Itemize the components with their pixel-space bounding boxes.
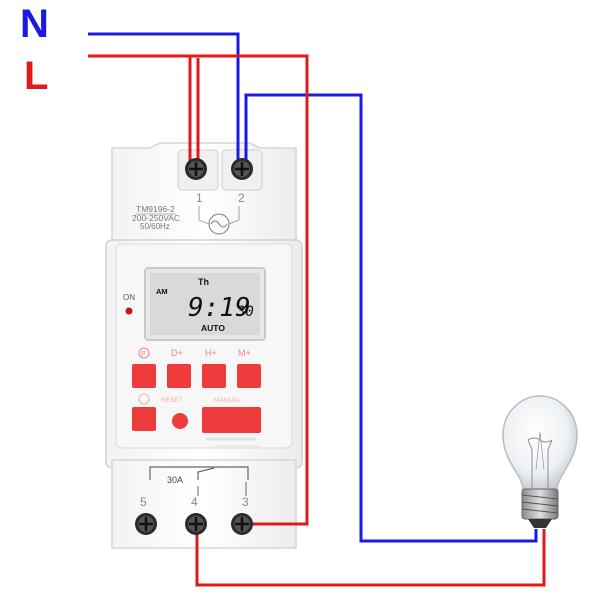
rating-label: 30A — [167, 475, 183, 485]
terminal-3-screw — [231, 513, 253, 535]
p-button[interactable] — [132, 364, 156, 388]
h-plus-button[interactable] — [202, 364, 226, 388]
terminal-1-label: 1 — [196, 191, 203, 205]
lcd-day: Th — [198, 277, 209, 287]
neutral-label: N — [20, 2, 49, 46]
clock-key-icon — [138, 393, 150, 405]
terminal-5-label: 5 — [140, 495, 147, 509]
p-key-label: P — [141, 351, 146, 358]
voltage-label: 200-250VAC — [132, 213, 180, 223]
screw-terminals — [135, 158, 253, 535]
lcd-screen — [150, 273, 260, 335]
reset-label: RESET — [161, 397, 183, 404]
terminal-2-screw — [231, 158, 253, 180]
manual-label: MANUAL — [214, 397, 241, 404]
terminal-2-label: 2 — [238, 191, 245, 205]
model-label: TM9196-2 — [136, 204, 175, 214]
neutral-wire-to-bulb — [244, 93, 538, 543]
live-label: L — [24, 54, 48, 98]
h-plus-label: H+ — [205, 348, 217, 358]
bulb-filament — [527, 437, 553, 488]
lcd-time: 9:19 — [188, 293, 251, 323]
clock-button[interactable] — [132, 407, 156, 431]
lcd-ampm: AM — [156, 287, 168, 296]
on-label: ON — [123, 293, 135, 302]
bulb-glass — [502, 395, 578, 491]
terminal-1-screw — [185, 158, 207, 180]
p-key-icon — [138, 347, 150, 359]
d-plus-label: D+ — [171, 348, 183, 358]
lcd-mode: AUTO — [201, 323, 225, 333]
timer-switch-device: TM9196-2 200-250VAC 50/60Hz 1 2 ON Th AM… — [105, 142, 303, 549]
neutral-wire-to-terminal-2 — [88, 32, 240, 166]
live-wire-to-terminal-3 — [190, 54, 309, 526]
terminal-5-screw — [135, 513, 157, 535]
d-plus-button[interactable] — [167, 364, 191, 388]
light-bulb-icon — [502, 395, 578, 528]
terminal-4-screw — [185, 513, 207, 535]
on-led — [125, 307, 133, 315]
m-plus-label: M+ — [238, 348, 251, 358]
reset-button[interactable] — [172, 413, 188, 429]
wires — [88, 32, 546, 587]
m-plus-button[interactable] — [237, 364, 261, 388]
frequency-label: 50/60Hz — [140, 222, 170, 231]
switched-live-wire-to-bulb — [195, 524, 546, 587]
terminal-3-label: 3 — [242, 495, 249, 509]
lcd-seconds: 30 — [236, 304, 254, 320]
terminal-4-label: 4 — [191, 495, 198, 509]
manual-button[interactable] — [202, 407, 261, 433]
